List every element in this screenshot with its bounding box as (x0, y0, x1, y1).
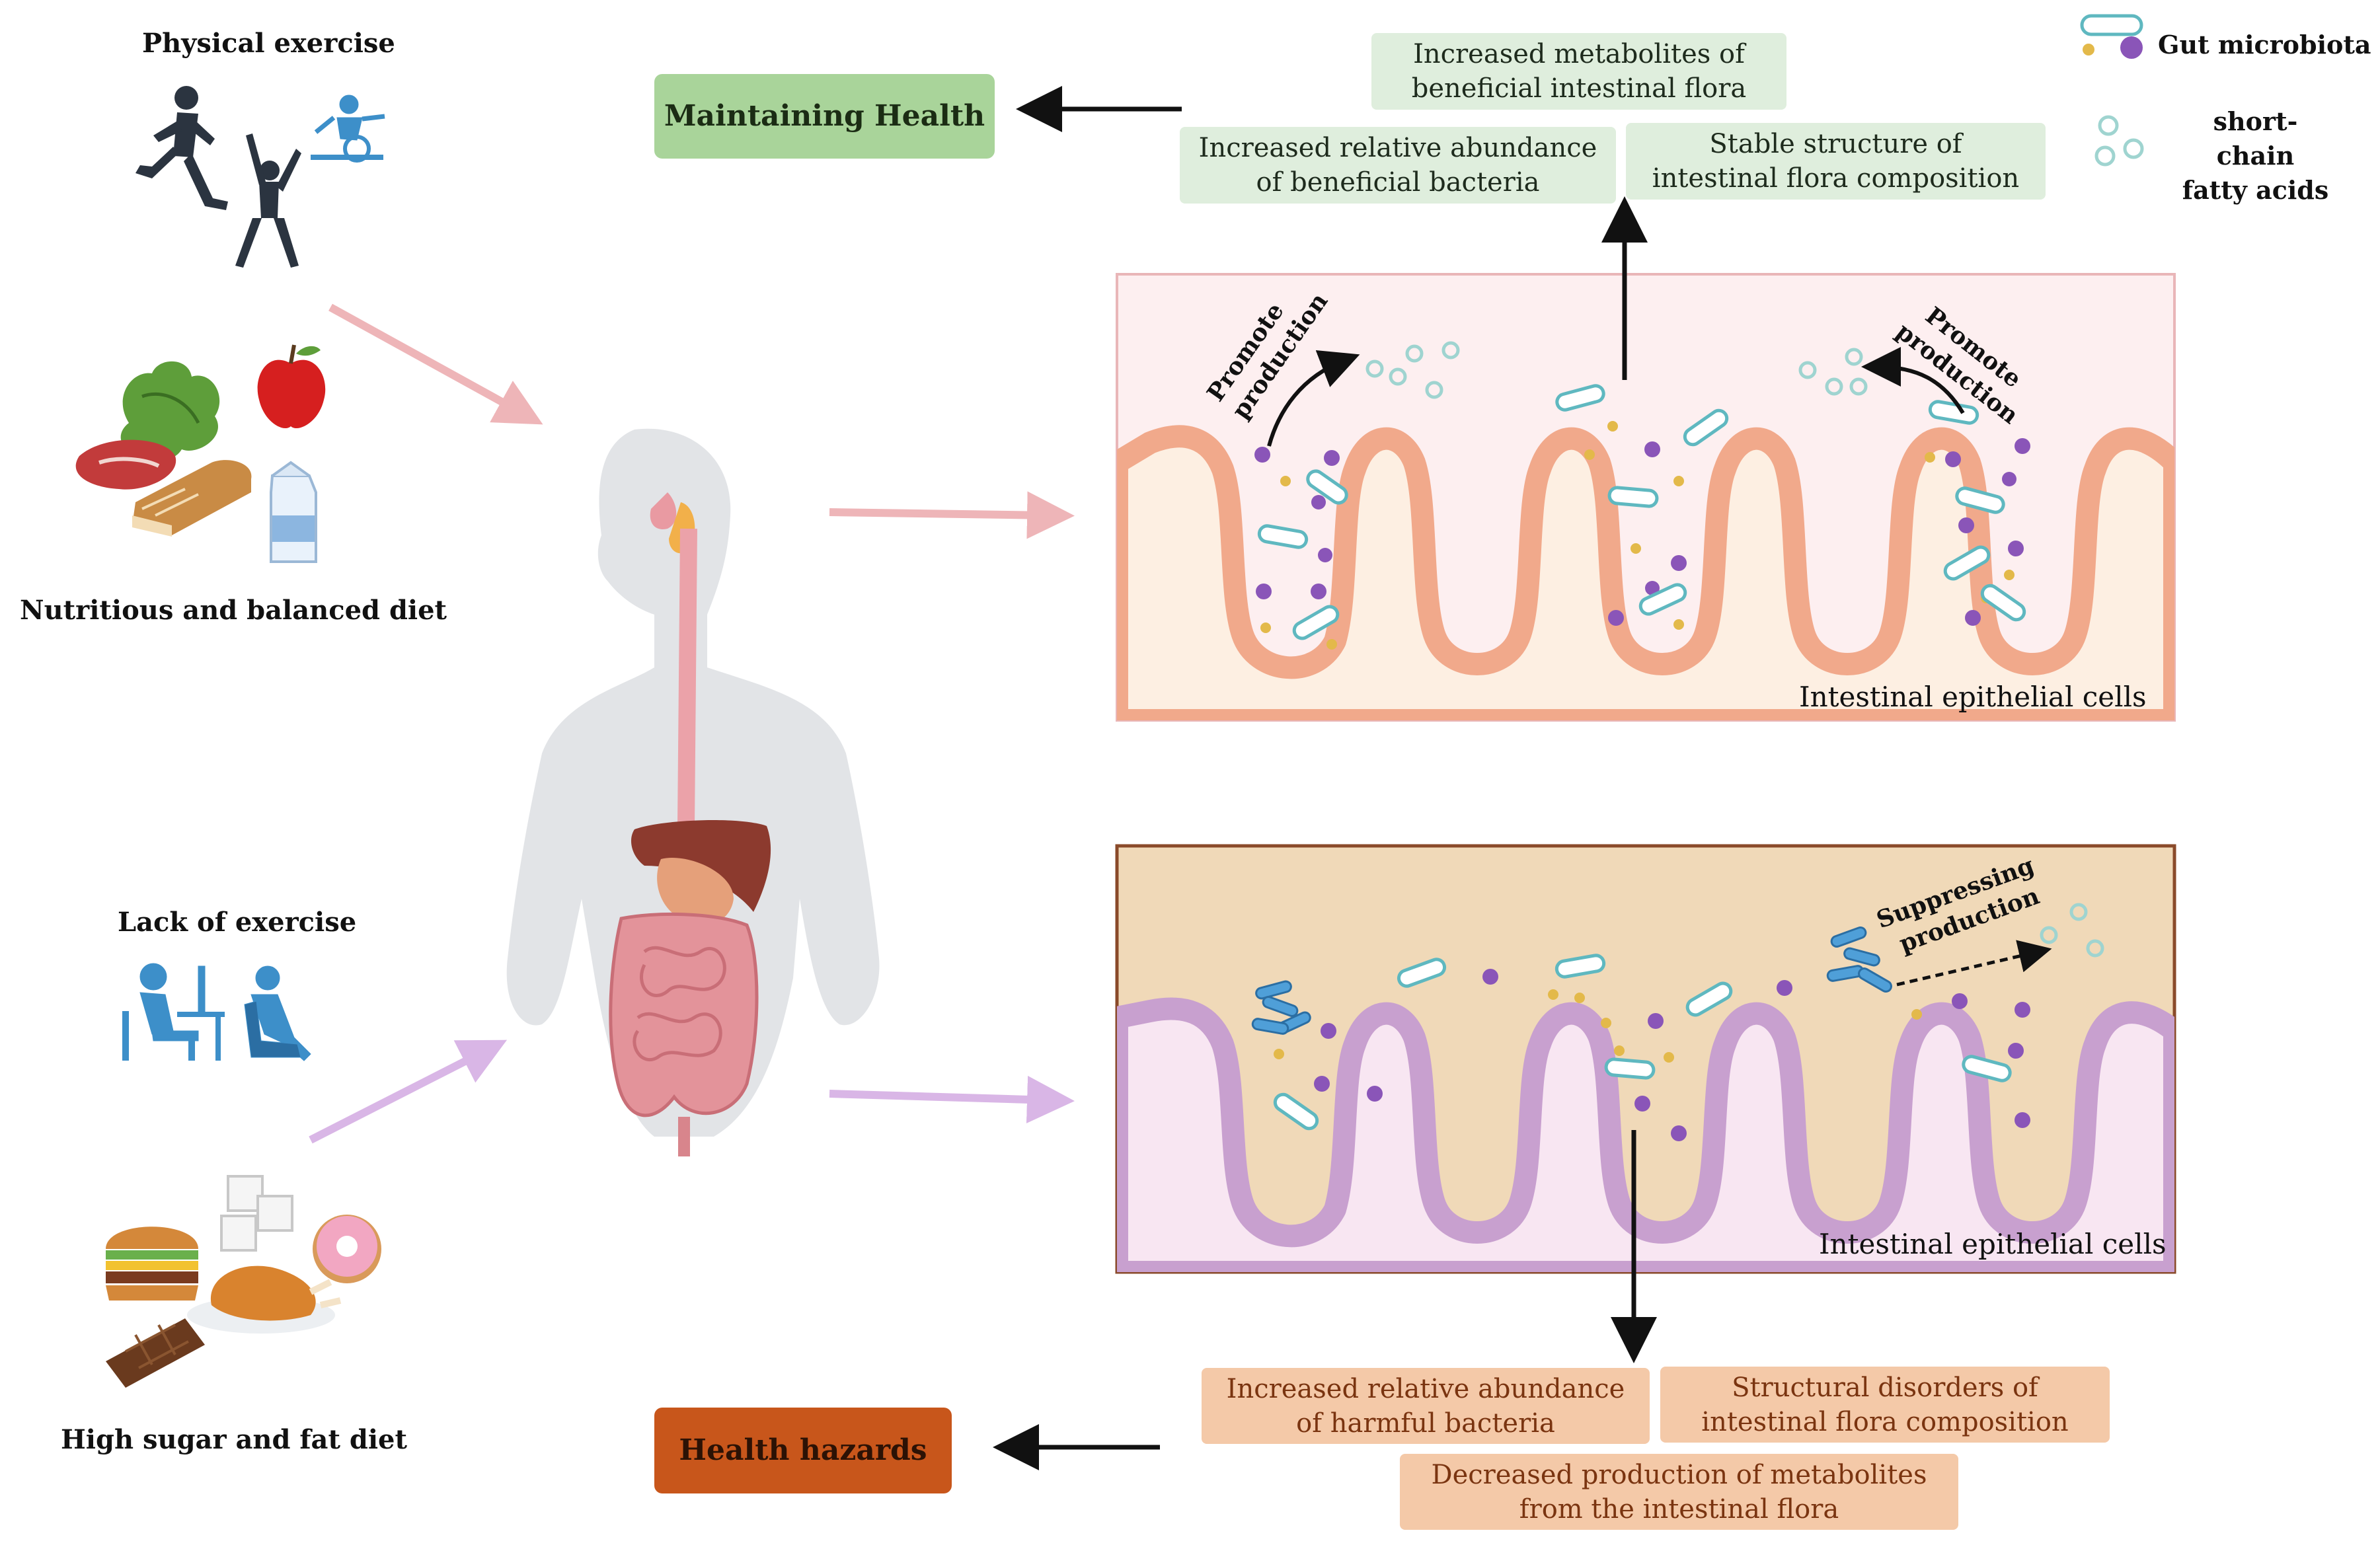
unhealthy-microbes (1314, 969, 2030, 1141)
beneficial-abundance-line1: Increased relative abundance (1198, 133, 1597, 163)
exercise-bike-icon (311, 94, 385, 163)
person-in-armchair-icon (244, 965, 311, 1061)
harmful-abundance-line2: of harmful bacteria (1296, 1408, 1555, 1439)
harmful-abundance-line1: Increased relative abundance (1226, 1373, 1625, 1404)
healthy-scfa (1365, 341, 1868, 399)
burger-icon (106, 1226, 198, 1301)
decreased-metabolites-line2: from the intestinal flora (1519, 1493, 1839, 1525)
balanced-diet-label: Nutritious and balanced diet (20, 595, 447, 626)
high-sugar-fat-diet-label: High sugar and fat diet (61, 1424, 407, 1455)
unhealthy-intestine-panel: Suppressing production (1115, 844, 2176, 1274)
harmful-bacteria-clusters (1251, 926, 1892, 1035)
sedentary-to-body-arrow (309, 1039, 508, 1144)
structural-disorders-line1: Structural disorders of (1732, 1372, 2038, 1403)
body-to-unhealthy-gut-arrow (829, 1075, 1075, 1123)
unhealthy-epithelial-label: Intestinal epithelial cells (1819, 1228, 2167, 1260)
increased-metabolites-line2: beneficial intestinal flora (1411, 73, 1747, 104)
chocolate-bar-icon (106, 1318, 205, 1388)
decreased-metabolites-line1: Decreased production of metabolites (1431, 1459, 1927, 1490)
beneficial-abundance-box: Increased relative abundance of benefici… (1180, 127, 1616, 204)
unhealthy-yellow-microbes (1274, 989, 1922, 1076)
healthy-yellow-microbes (1260, 421, 2015, 650)
healthy-intestine-panel: Promote production Promote production (1116, 273, 2176, 722)
scfa-legend-line1: short-chain (2213, 106, 2298, 170)
apple-icon (257, 344, 326, 429)
scfa-legend-icon (2094, 115, 2144, 167)
stable-structure-box: Stable structure of intestinal flora com… (1626, 123, 2046, 200)
structural-disorders-box: Structural disorders of intestinal flora… (1660, 1367, 2110, 1443)
sugar-cubes-icon (220, 1175, 293, 1252)
decreased-metabolites-box: Decreased production of metabolites from… (1400, 1454, 1958, 1530)
lack-of-exercise-label: Lack of exercise (118, 907, 357, 938)
structural-disorders-line2: intestinal flora composition (1701, 1406, 2069, 1437)
beneficial-abundance-line2: of beneficial bacteria (1256, 167, 1540, 198)
intestines-icon (609, 912, 759, 1156)
human-body-figure (506, 428, 880, 1137)
suppress-arrow (1896, 940, 2052, 987)
stable-structure-line2: intestinal flora composition (1652, 163, 2020, 194)
stretching-person-icon (235, 133, 301, 268)
healthy-microbes (1254, 438, 2030, 626)
scfa-legend-label: short-chain fatty acids (2174, 104, 2336, 208)
stable-structure-line1: Stable structure of (1709, 129, 1962, 159)
maintaining-health-box: Maintaining Health (654, 74, 995, 159)
harmful-abundance-box: Increased relative abundance of harmful … (1202, 1368, 1650, 1444)
increased-metabolites-box: Increased metabolites of beneficial inte… (1371, 33, 1786, 110)
running-person-icon (135, 86, 228, 210)
promote-arrow-left (1267, 350, 1360, 447)
promote-arrow-right (1861, 347, 1965, 414)
lettuce-icon (120, 361, 220, 461)
stomach-icon (657, 858, 734, 925)
gut-microbiota-legend-icon (2080, 14, 2143, 59)
milk-carton-icon (270, 461, 317, 563)
steak-icon (75, 439, 176, 490)
healthy-epithelial-label: Intestinal epithelial cells (1799, 681, 2147, 713)
roast-chicken-icon (187, 1265, 342, 1334)
increased-metabolites-line1: Increased metabolites of (1413, 39, 1745, 69)
unhealthy-rod-bacteria (1273, 954, 2012, 1131)
scfa-legend-line2: fatty acids (2182, 175, 2329, 205)
exercise-to-body-arrow (328, 303, 543, 425)
gut-microbiota-legend-label: Gut microbiota (2158, 30, 2371, 59)
donut-icon (313, 1215, 381, 1283)
person-at-computer-icon (122, 963, 225, 1061)
bread-icon (132, 460, 252, 537)
physical-exercise-label: Physical exercise (142, 28, 395, 59)
body-to-healthy-gut-arrow (829, 491, 1075, 539)
healthy-rod-bacteria (1257, 384, 2026, 640)
health-hazards-box: Health hazards (654, 1408, 952, 1493)
